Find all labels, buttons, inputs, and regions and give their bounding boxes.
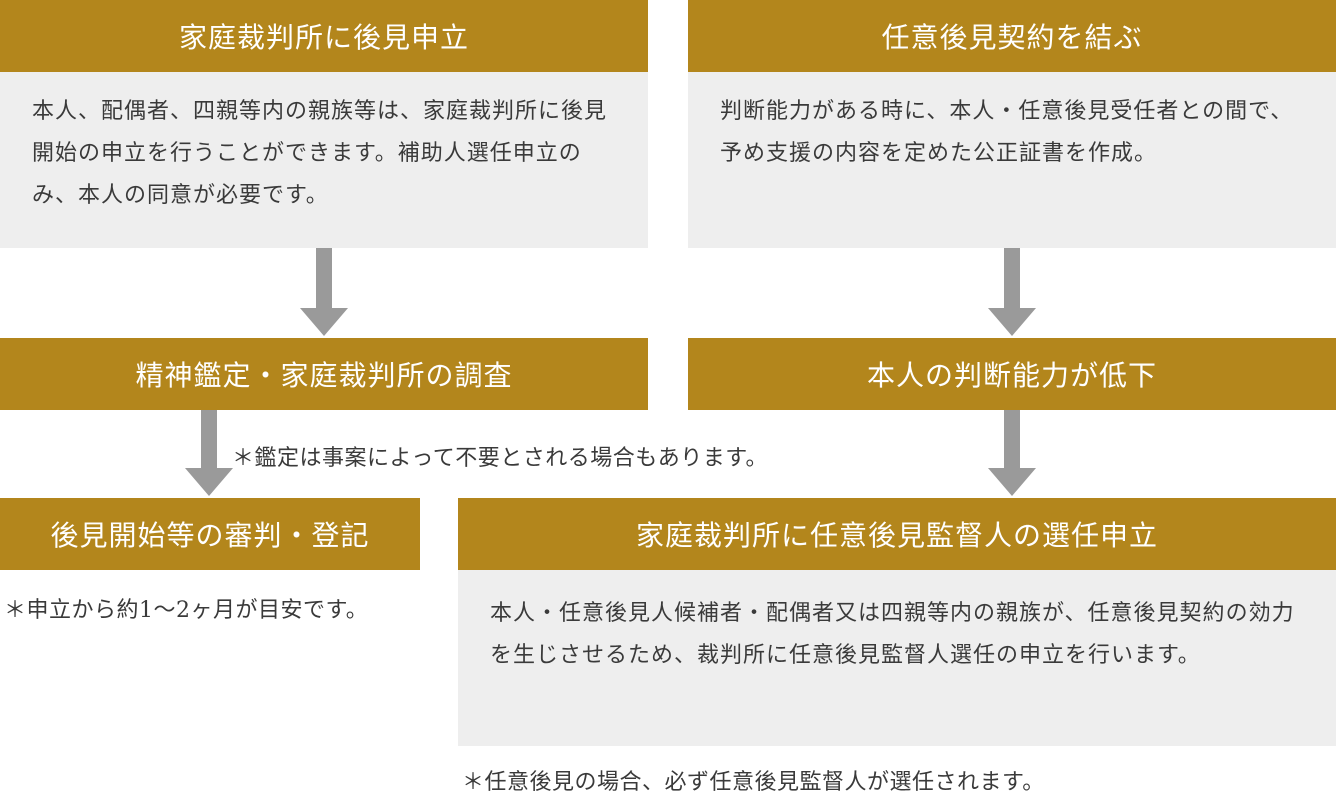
left-step3-header: 後見開始等の審判・登記: [0, 498, 420, 570]
arrow-right-2: [988, 410, 1036, 496]
left-step1-title: 家庭裁判所に後見申立: [178, 21, 469, 54]
arrow-right-1: [988, 248, 1036, 336]
left-note-duration: ＊申立から約1～2ヶ月が目安です。: [4, 598, 369, 623]
right-step1-text: 判断能力がある時に、本人・任意後見受任者との間で、予め支援の内容を定めた公正証書…: [720, 99, 1294, 166]
right-step3-text: 本人・任意後見人候補者・配偶者又は四親等内の親族が、任意後見契約の効力を生じさせ…: [490, 601, 1295, 668]
arrow-left-1: [300, 248, 348, 336]
left-step1-header: 家庭裁判所に後見申立: [0, 0, 648, 72]
left-note-appraisal: ＊鑑定は事案によって不要とされる場合もあります。: [232, 446, 769, 471]
left-step1-text: 本人、配偶者、四親等内の親族等は、家庭裁判所に後見開始の申立を行うことができます…: [32, 99, 608, 208]
left-step3-title: 後見開始等の審判・登記: [50, 519, 370, 552]
right-step2-header: 本人の判断能力が低下: [688, 338, 1336, 410]
right-step3-header: 家庭裁判所に任意後見監督人の選任申立: [458, 498, 1336, 570]
right-step1-body: 判断能力がある時に、本人・任意後見受任者との間で、予め支援の内容を定めた公正証書…: [688, 72, 1336, 248]
right-step3-body: 本人・任意後見人候補者・配偶者又は四親等内の親族が、任意後見契約の効力を生じさせ…: [458, 570, 1336, 746]
left-step2-title: 精神鑑定・家庭裁判所の調査: [135, 359, 513, 392]
left-step1-body: 本人、配偶者、四親等内の親族等は、家庭裁判所に後見開始の申立を行うことができます…: [0, 72, 648, 248]
right-step2-title: 本人の判断能力が低下: [866, 359, 1157, 392]
arrow-left-2: [185, 410, 233, 496]
left-step2-header: 精神鑑定・家庭裁判所の調査: [0, 338, 648, 410]
right-step3-title: 家庭裁判所に任意後見監督人の選任申立: [635, 519, 1158, 552]
right-step1-header: 任意後見契約を結ぶ: [688, 0, 1336, 72]
right-note-supervisor: ＊任意後見の場合、必ず任意後見監督人が選任されます。: [462, 770, 1045, 795]
right-step1-title: 任意後見契約を結ぶ: [881, 21, 1143, 54]
